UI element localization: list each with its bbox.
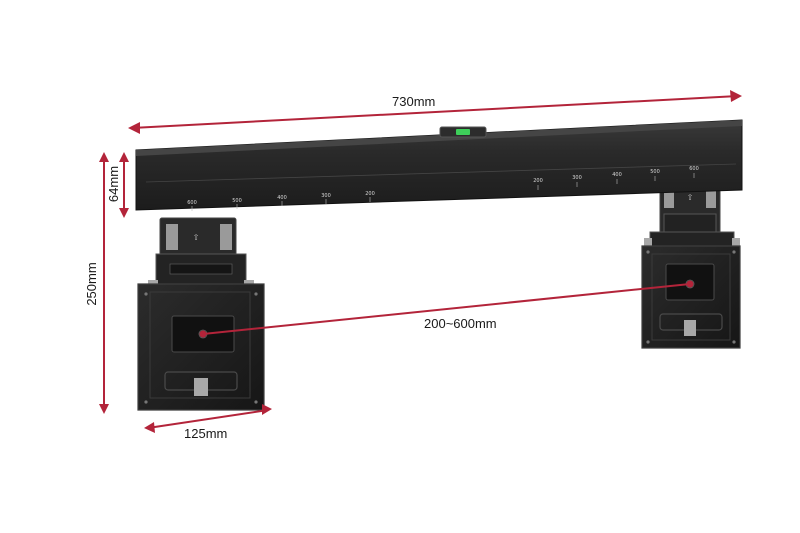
width-dimension-line [128, 90, 742, 134]
rail-height-label: 64mm [106, 166, 121, 202]
right-arm: ⇧ [659, 177, 721, 239]
width-label: 730mm [392, 94, 435, 109]
scale-label: 300 [572, 175, 582, 181]
svg-text:⇧: ⇧ [687, 193, 694, 202]
scale-label: 500 [232, 198, 242, 204]
wall-rail [135, 119, 743, 211]
plate-width-dimension-line [144, 404, 272, 433]
scale-label: 200 [365, 191, 375, 197]
right-mounting-plate [641, 231, 741, 349]
scale-label: 500 [650, 169, 660, 175]
left-mounting-plate [137, 253, 265, 411]
scale-label: 600 [187, 200, 197, 206]
level-bubble-icon [439, 126, 487, 138]
total-height-label: 250mm [84, 262, 99, 305]
plate-width-label: 125mm [184, 426, 227, 441]
rail-scale-left: 600 500 400 300 200 [187, 191, 375, 211]
scale-label: 200 [533, 178, 543, 184]
svg-text:⇧: ⇧ [193, 233, 200, 242]
scale-label: 600 [689, 166, 699, 172]
scale-label: 300 [321, 193, 331, 199]
rail-height-dimension-line [119, 152, 129, 218]
scale-label: 400 [612, 172, 622, 178]
vesa-spacing-dimension-line [199, 280, 694, 338]
left-arm: ⇧ [159, 217, 237, 257]
rail-scale-right: 200 300 400 500 600 [533, 166, 699, 190]
total-height-dimension-line [99, 152, 109, 414]
vesa-spacing-label: 200~600mm [424, 316, 497, 331]
scale-label: 400 [277, 195, 287, 201]
